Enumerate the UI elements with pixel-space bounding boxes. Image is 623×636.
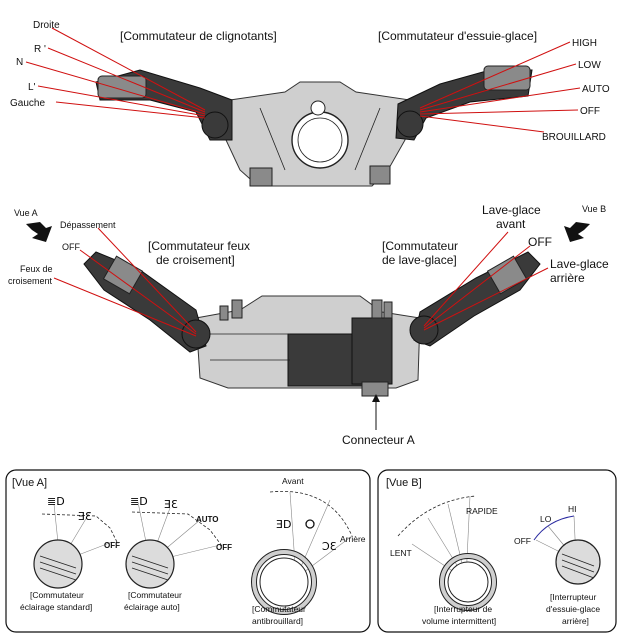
washer-switch-title2: de lave-glace] bbox=[382, 253, 457, 267]
view-b-arrow bbox=[564, 222, 590, 242]
passing-label: Dépassement bbox=[60, 220, 116, 230]
rear-lo-label: LO bbox=[540, 514, 552, 524]
top-center-hole bbox=[291, 111, 349, 169]
auto-lighting-switch: ≣D ƎƐ AUTO OFF [Commutateur éclairage au… bbox=[124, 495, 232, 612]
auto-off-label: OFF bbox=[216, 543, 232, 552]
fog-off-icon bbox=[305, 519, 315, 529]
view-a-arrow bbox=[26, 222, 52, 242]
turn-position-neutral: N bbox=[16, 57, 23, 68]
intermittent-caption-2: volume intermittent] bbox=[422, 616, 496, 626]
washer-leader-lines bbox=[423, 231, 549, 331]
turn-position-left: Gauche bbox=[10, 98, 45, 109]
view-b-panel-title: [Vue B] bbox=[386, 477, 422, 489]
auto-label: AUTO bbox=[196, 515, 219, 524]
auto-caption-1: [Commutateur bbox=[128, 590, 182, 600]
fog-front-label: Avant bbox=[282, 476, 304, 486]
standard-caption-2: éclairage standard] bbox=[20, 602, 92, 612]
front-washer-line1: Lave-glace bbox=[482, 203, 541, 217]
fast-label: RAPIDE bbox=[466, 506, 498, 516]
turn-signal-leader-lines bbox=[25, 27, 206, 119]
standard-off-label: OFF bbox=[104, 541, 120, 550]
headlamp-leader-lines bbox=[53, 227, 197, 337]
wiper-position-fog: BROUILLARD bbox=[542, 132, 606, 143]
top-switch-assembly bbox=[95, 65, 533, 187]
rear-washer-line2: arrière bbox=[550, 271, 585, 285]
rear-off-label: OFF bbox=[514, 536, 531, 546]
fog-rear-label: Arrière bbox=[340, 534, 366, 544]
standard-lighting-switch: ≣D ƎƐ OFF [Commutateur éclairage standar… bbox=[20, 495, 120, 612]
standard-switch-knob bbox=[33, 539, 83, 589]
headlamp-switch-title2: de croisement] bbox=[156, 253, 235, 267]
turn-position-l-prime: L' bbox=[28, 82, 36, 93]
wiper-position-high: HIGH bbox=[572, 38, 597, 49]
turn-position-right: Droite bbox=[33, 20, 60, 31]
rear-hi-label: HI bbox=[568, 504, 577, 514]
wiper-position-low: LOW bbox=[578, 60, 601, 71]
front-washer-line2: avant bbox=[496, 217, 526, 231]
side-switch-assembly bbox=[83, 251, 541, 397]
connector-a-label: Connecteur A bbox=[342, 433, 415, 447]
intermittent-caption-1: [Interrupteur de bbox=[434, 604, 492, 614]
rear-washer-line1: Lave-glace bbox=[550, 257, 609, 271]
low-beam-line1: Feux de bbox=[20, 264, 53, 274]
auto-parking-lamp-icon: ƎƐ bbox=[164, 498, 178, 511]
intermittent-volume-switch: RAPIDE LENT [Interrupteur de volume inte… bbox=[390, 495, 498, 626]
parking-lamp-icon: ƎƐ bbox=[78, 510, 92, 523]
rear-fog-icon: ƆƐ bbox=[322, 540, 337, 553]
rear-caption-1: [Interrupteur bbox=[550, 592, 596, 602]
slow-label: LENT bbox=[390, 548, 412, 558]
fog-caption-1: [Commutateur bbox=[252, 604, 306, 614]
fog-light-switch: ƎD ƆƐ Avant Arrière [Commutateur antibro… bbox=[251, 476, 366, 626]
auto-headlamp-icon: ≣D bbox=[130, 495, 148, 508]
turn-position-r-prime: R ' bbox=[34, 44, 46, 55]
rear-wiper-switch: OFF LO HI [Interrupteur d'essuie-glace a… bbox=[514, 504, 601, 626]
low-beam-line2: croisement bbox=[8, 276, 53, 286]
front-fog-icon: ƎD bbox=[276, 518, 291, 531]
view-b-label: Vue B bbox=[582, 204, 606, 214]
view-b-panel bbox=[377, 469, 617, 633]
wiper-switch-title: [Commutateur d'essuie-glace] bbox=[378, 29, 537, 43]
off-left-label: OFF bbox=[62, 242, 80, 252]
auto-caption-2: éclairage auto] bbox=[124, 602, 180, 612]
turn-switch-title: [Commutateur de clignotants] bbox=[120, 29, 277, 43]
view-a-panel-title: [Vue A] bbox=[12, 477, 47, 489]
washer-switch-title1: [Commutateur bbox=[382, 239, 458, 253]
headlamp-switch-title1: [Commutateur feux bbox=[148, 239, 250, 253]
rear-wiper-knob bbox=[555, 539, 601, 585]
standard-caption-1: [Commutateur bbox=[30, 590, 84, 600]
auto-switch-knob bbox=[125, 539, 175, 589]
wiper-leader-lines bbox=[419, 41, 581, 133]
off-right-label: OFF bbox=[528, 235, 552, 249]
wiper-position-auto: AUTO bbox=[582, 84, 610, 95]
connector-a-body bbox=[361, 381, 389, 397]
rear-caption-2: d'essuie-glace bbox=[546, 604, 600, 614]
rear-caption-3: arrière] bbox=[562, 616, 589, 626]
wiper-position-off: OFF bbox=[580, 106, 600, 117]
headlamp-icon: ≣D bbox=[47, 495, 65, 508]
view-a-label: Vue A bbox=[14, 208, 38, 218]
fog-caption-2: antibrouillard] bbox=[252, 616, 303, 626]
